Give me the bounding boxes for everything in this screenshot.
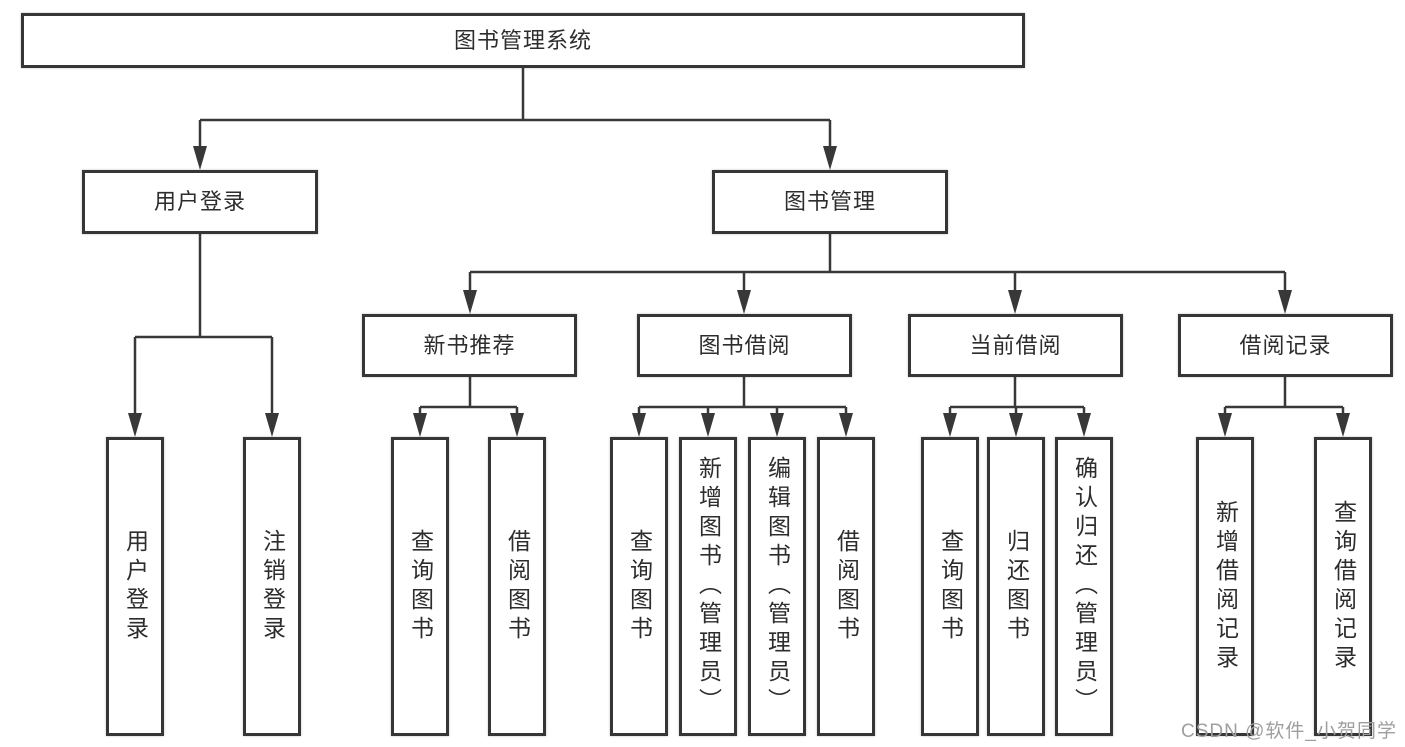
connector-current-borrow — [948, 377, 1086, 416]
arrowhead-icon — [193, 146, 207, 170]
connector-new-book-recommend — [418, 377, 519, 416]
leaf-confirm-return-admin: 确认归还（管理员） — [1055, 437, 1113, 736]
leaf-user-login: 用户登录 — [106, 437, 164, 736]
connector-book-borrow — [637, 377, 848, 416]
arrowhead-icon — [701, 413, 715, 437]
arrowhead-icon — [839, 413, 853, 437]
arrowhead-icon — [510, 413, 524, 437]
leaf-borrow-books: 借阅图书 — [817, 437, 875, 736]
connector-root — [198, 68, 832, 150]
leaf-query-books: 查询图书 — [610, 437, 668, 736]
arrowhead-icon — [265, 413, 279, 437]
arrowhead-icon — [632, 413, 646, 437]
arrowhead-icon — [737, 290, 751, 314]
leaf-query-books: 查询图书 — [921, 437, 979, 736]
node-user-login: 用户登录 — [82, 170, 318, 234]
node-book-borrow: 图书借阅 — [637, 314, 852, 377]
node-borrow-records: 借阅记录 — [1178, 314, 1393, 377]
leaf-logout: 注销登录 — [243, 437, 301, 736]
connector-book-management — [468, 234, 1287, 294]
leaf-query-books: 查询图书 — [391, 437, 449, 736]
arrowhead-icon — [943, 413, 957, 437]
arrowhead-icon — [128, 413, 142, 437]
connector-borrow-records — [1223, 377, 1345, 416]
arrowhead-icon — [1278, 290, 1292, 314]
node-library-system: 图书管理系统 — [21, 13, 1025, 68]
arrowhead-icon — [1077, 413, 1091, 437]
arrowhead-icon — [1009, 413, 1023, 437]
arrowhead-icon — [463, 290, 477, 314]
arrowhead-icon — [770, 413, 784, 437]
leaf-borrow-books: 借阅图书 — [488, 437, 546, 736]
leaf-query-borrow-record: 查询借阅记录 — [1314, 437, 1372, 736]
arrowhead-icon — [1218, 413, 1232, 437]
arrowhead-icon — [823, 146, 837, 170]
arrowhead-icon — [413, 413, 427, 437]
connector-user-login — [133, 234, 274, 416]
arrowhead-icon — [1336, 413, 1350, 437]
leaf-add-borrow-record: 新增借阅记录 — [1196, 437, 1254, 736]
arrowhead-icon — [1008, 290, 1022, 314]
node-new-book-recommend: 新书推荐 — [362, 314, 577, 377]
leaf-add-books-admin: 新增图书（管理员） — [679, 437, 737, 736]
leaf-edit-books-admin: 编辑图书（管理员） — [748, 437, 806, 736]
node-current-borrow: 当前借阅 — [908, 314, 1123, 377]
watermark: CSDN @软件_小贺同学 — [1181, 721, 1397, 742]
leaf-return-books: 归还图书 — [987, 437, 1045, 736]
arrowheads — [128, 146, 1350, 437]
node-book-management: 图书管理 — [712, 170, 948, 234]
